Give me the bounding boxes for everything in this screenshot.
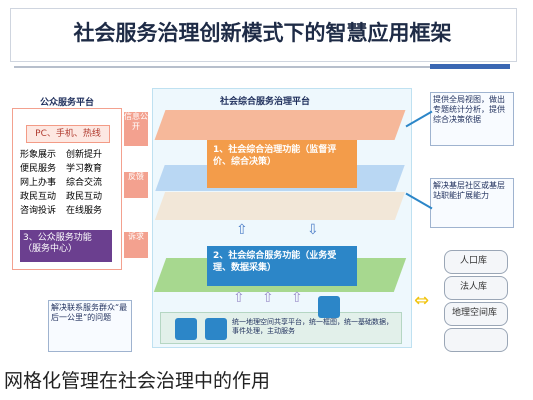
arrow-up-icon: ⇧ xyxy=(233,290,245,306)
db-label: 法人库 xyxy=(460,282,488,292)
list-item: 便民服务 xyxy=(20,164,57,174)
arrow-up-icon: ⇧ xyxy=(262,290,274,306)
legal-entity-db xyxy=(444,276,508,300)
arrow-up-icon: ⇧ xyxy=(291,290,303,306)
list-item: 创新提升 xyxy=(66,150,103,160)
last-mile-note: 解决联系服务群众“最后一公里”的问题 xyxy=(48,300,132,352)
page-title: 社会服务治理创新模式下的智慧应用框架 xyxy=(73,20,452,45)
title-accent-bar xyxy=(430,64,510,69)
center-header: 社会综合服务治理平台 xyxy=(220,97,311,107)
left-header: 公众服务平台 xyxy=(40,98,95,108)
decision-support-note: 提供全局视图，做出专题统计分析，提供综合决策依据 xyxy=(430,92,514,146)
list-item: 咨询投诉 xyxy=(20,206,57,216)
list-item: 形象展示 xyxy=(20,150,57,160)
db-label: 地理空间库 xyxy=(452,308,498,318)
governance-function-box: 1、社会综合治理功能（监督评价、综合决策） xyxy=(207,140,357,188)
list-item: 综合交流 xyxy=(66,178,103,188)
list-item: 网上办事 xyxy=(20,178,57,188)
population-db xyxy=(444,250,508,274)
arrow-up-icon: ⇧ xyxy=(236,222,248,238)
arrow-feedback: 反馈 xyxy=(124,172,148,198)
device-icon xyxy=(205,318,227,340)
db-label: 人口库 xyxy=(460,256,488,266)
grassroots-note: 解决基层社区或基层站职能扩展能力 xyxy=(430,178,514,228)
arrow-info-disclosure: 信息公开 xyxy=(124,112,148,146)
bottom-band-text: 统一地理空间共享平台，统一框图，统一基础数据，事件处理，主动服务 xyxy=(232,318,393,335)
extra-db xyxy=(444,328,508,352)
service-function-box: 2、社会综合服务功能（业务受理、数据采集） xyxy=(207,246,357,286)
list-item: 政民互动 xyxy=(66,192,103,202)
layer-slab-low xyxy=(154,192,406,220)
device-icon xyxy=(318,296,340,318)
bottom-platform-band xyxy=(160,312,402,344)
title-divider xyxy=(14,66,509,68)
public-service-function-box: 3、公众服务功能（服务中心） xyxy=(20,230,112,262)
channel-box: PC、手机、热线 xyxy=(26,125,110,143)
list-item: 在线服务 xyxy=(66,206,103,216)
device-icon xyxy=(175,318,197,340)
list-item: 政民互动 xyxy=(20,192,57,202)
caption: 网格化管理在社会治理中的作用 xyxy=(4,370,271,392)
arrow-down-icon: ⇩ xyxy=(307,222,319,238)
arrow-appeal: 诉求 xyxy=(124,232,148,258)
double-arrow-icon: ⇔ xyxy=(414,290,430,311)
title-frame xyxy=(10,8,517,62)
layer-slab-top xyxy=(154,110,406,140)
geo-spatial-db xyxy=(444,302,508,326)
list-item: 学习教育 xyxy=(66,164,103,174)
public-service-list: 形象展示 便民服务 网上办事 政民互动 咨询投诉 创新提升 学习教育 综合交流 … xyxy=(20,150,112,226)
